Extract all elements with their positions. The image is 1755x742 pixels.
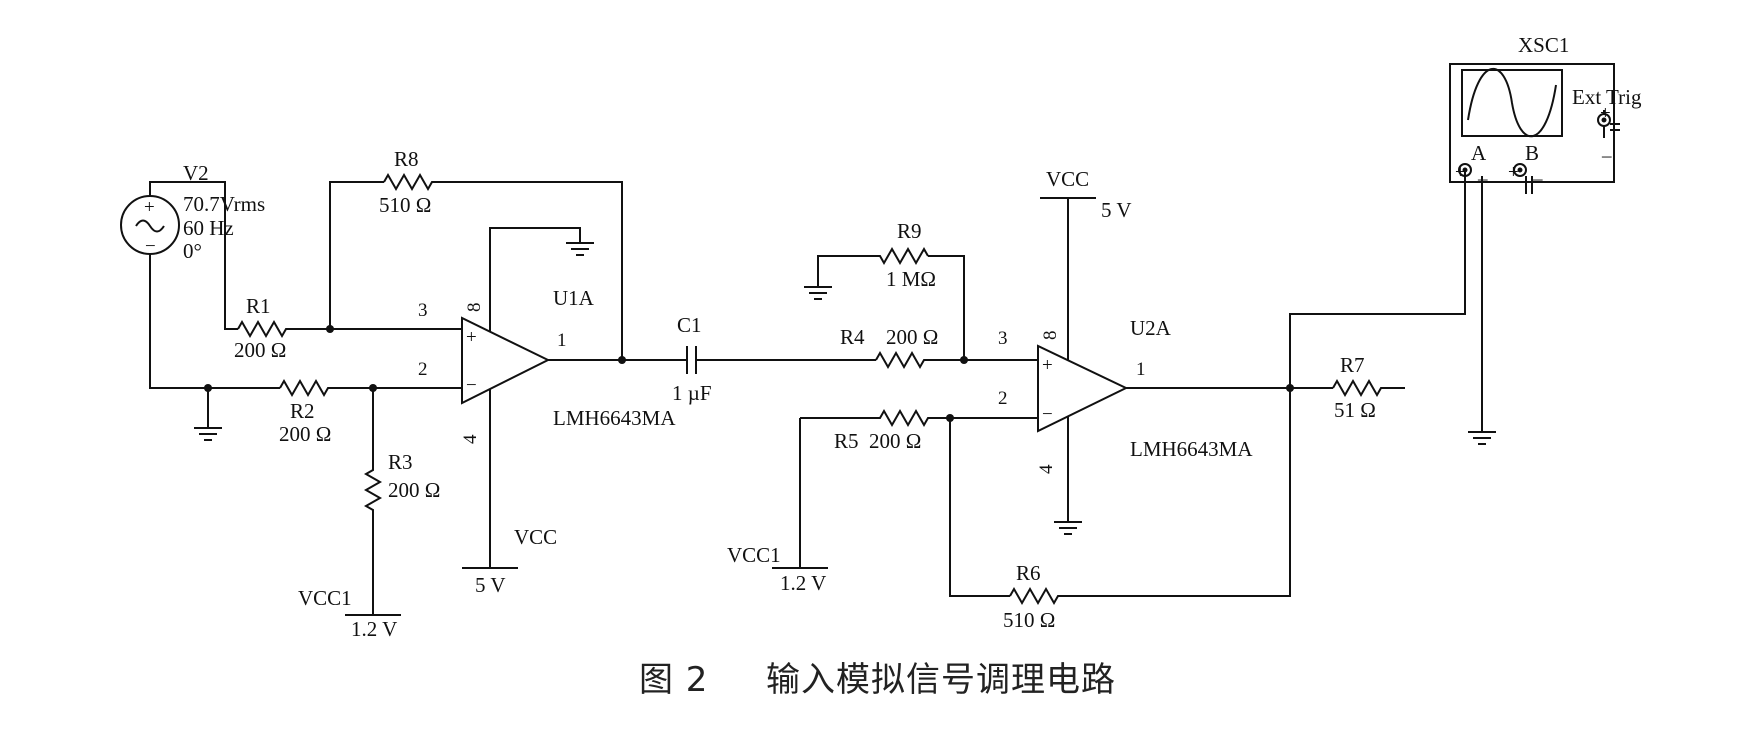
r2-name: R2 <box>290 399 315 423</box>
scope-ext-trig: Ext Trig <box>1572 85 1642 109</box>
vcc1-b-value: 1.2 V <box>780 571 826 595</box>
r1-value: 200 Ω <box>234 338 286 362</box>
scope-ext-plus: + <box>1600 103 1611 124</box>
r5-name: R5 <box>834 429 859 453</box>
supply-vcc1-a: VCC1 1.2 V <box>298 586 401 641</box>
r3-name: R3 <box>388 450 413 474</box>
source-minus-sign: − <box>145 236 156 257</box>
resistor-r8: R8 510 Ω <box>379 147 623 360</box>
vcc1-a-value: 1.2 V <box>351 617 397 641</box>
u2a-part: LMH6643MA <box>1130 437 1253 461</box>
vcc1-a-name: VCC1 <box>298 586 352 610</box>
vcc-u1-value: 5 V <box>475 573 506 597</box>
figure-number: 图 2 <box>638 660 709 700</box>
opamp-u1a: + − 3 2 1 8 4 U1A LMH6643MA <box>418 286 676 444</box>
source-phase: 0° <box>183 239 202 263</box>
r8-value: 510 Ω <box>379 193 431 217</box>
c1-name: C1 <box>677 313 702 337</box>
ground-symbol-4 <box>1054 521 1082 535</box>
vcc1-b-name: VCC1 <box>727 543 781 567</box>
r3-value: 200 Ω <box>388 478 440 502</box>
figure-title: 输入模拟信号调理电路 <box>766 660 1117 700</box>
supply-vcc-u2: VCC 5 V <box>1040 167 1132 222</box>
resistor-r2: R2 200 Ω <box>279 378 462 446</box>
r7-value: 51 Ω <box>1334 398 1376 422</box>
resistor-r5: R5 200 Ω <box>799 408 1038 568</box>
u2a-pin-vcc: 8 <box>1040 331 1061 341</box>
scope-name: XSC1 <box>1518 33 1569 57</box>
r4-name: R4 <box>840 325 865 349</box>
ac-source-v2: + − V2 70.7Vrms 60 Hz 0° <box>120 161 265 263</box>
r9-value: 1 MΩ <box>886 267 936 291</box>
resistor-r4: R4 200 Ω <box>840 325 1038 370</box>
supply-vcc-u1: VCC 5 V <box>462 525 557 597</box>
u2a-pin-gnd: 4 <box>1036 464 1057 474</box>
scope-a-plus: + <box>1455 162 1466 183</box>
scope-channel-b-label: B <box>1525 141 1539 165</box>
scope-a-minus: _ <box>1477 162 1488 183</box>
u1a-minus-sign: − <box>466 375 477 396</box>
r4-value: 200 Ω <box>886 325 938 349</box>
capacitor-c1: C1 1 µF <box>672 313 876 405</box>
ground-symbol-5 <box>1468 431 1496 445</box>
resistor-r7: R7 51 Ω <box>1332 353 1405 422</box>
scope-b-plus: + <box>1508 162 1519 183</box>
scope-channel-a-label: A <box>1471 141 1487 165</box>
figure-caption: 图 2 输入模拟信号调理电路 <box>0 652 1755 701</box>
source-plus-sign: + <box>144 197 155 218</box>
u2a-name: U2A <box>1130 316 1172 340</box>
wire-u1a-pin8 <box>489 227 581 332</box>
scope-b-minus: _ <box>1532 162 1543 183</box>
ground-symbol-2 <box>566 242 594 256</box>
scope-ext-minus: _ <box>1601 139 1612 160</box>
r6-value: 510 Ω <box>1003 608 1055 632</box>
wire-source-top <box>149 181 238 330</box>
u1a-name: U1A <box>553 286 595 310</box>
u2a-minus-sign: − <box>1042 404 1053 425</box>
wire-source-bottom <box>149 254 280 389</box>
r6-name: R6 <box>1016 561 1041 585</box>
resistor-r6: R6 510 Ω <box>1003 388 1291 632</box>
vcc-u2-value: 5 V <box>1101 198 1132 222</box>
u2a-pin-minus: 2 <box>998 388 1008 409</box>
resistor-r1: R1 200 Ω <box>234 294 330 362</box>
u1a-part: LMH6643MA <box>553 406 676 430</box>
r9-name: R9 <box>897 219 922 243</box>
c1-value: 1 µF <box>672 381 712 405</box>
source-frequency: 60 Hz <box>183 216 234 240</box>
wire-r8-feedback <box>329 181 384 329</box>
r2-value: 200 Ω <box>279 422 331 446</box>
wire-r9-ground <box>928 255 965 360</box>
ground-symbol-1 <box>194 384 222 441</box>
u2a-plus-sign: + <box>1042 355 1053 376</box>
vcc-u1-name: VCC <box>514 525 557 549</box>
u1a-pin-minus: 2 <box>418 359 428 380</box>
wire-to-scope-a <box>1289 170 1466 388</box>
oscilloscope-xsc1: XSC1 Ext Trig + _ A B + _ + _ <box>1449 33 1642 194</box>
u2a-pin-out: 1 <box>1136 359 1146 380</box>
u1a-pin-plus: 3 <box>418 300 428 321</box>
ground-symbol-3 <box>804 286 832 300</box>
r1-name: R1 <box>246 294 271 318</box>
u2a-pin-plus: 3 <box>998 328 1008 349</box>
u1a-pin-vcc: 8 <box>464 303 485 313</box>
u1a-plus-sign: + <box>466 327 477 348</box>
vcc-u2-name: VCC <box>1046 167 1089 191</box>
r7-name: R7 <box>1340 353 1365 377</box>
supply-vcc1-b: VCC1 1.2 V <box>727 543 828 595</box>
wire-r6-left <box>949 418 1010 597</box>
resistor-r3: R3 200 Ω <box>363 388 440 615</box>
opamp-u2a: + − 3 2 1 8 4 U2A LMH6643MA <box>998 316 1253 474</box>
r8-name: R8 <box>394 147 419 171</box>
resistor-r9: R9 1 MΩ <box>817 219 936 291</box>
u1a-pin-out: 1 <box>557 330 567 351</box>
u1a-pin-gnd: 4 <box>460 434 481 444</box>
r5-value: 200 Ω <box>869 429 921 453</box>
